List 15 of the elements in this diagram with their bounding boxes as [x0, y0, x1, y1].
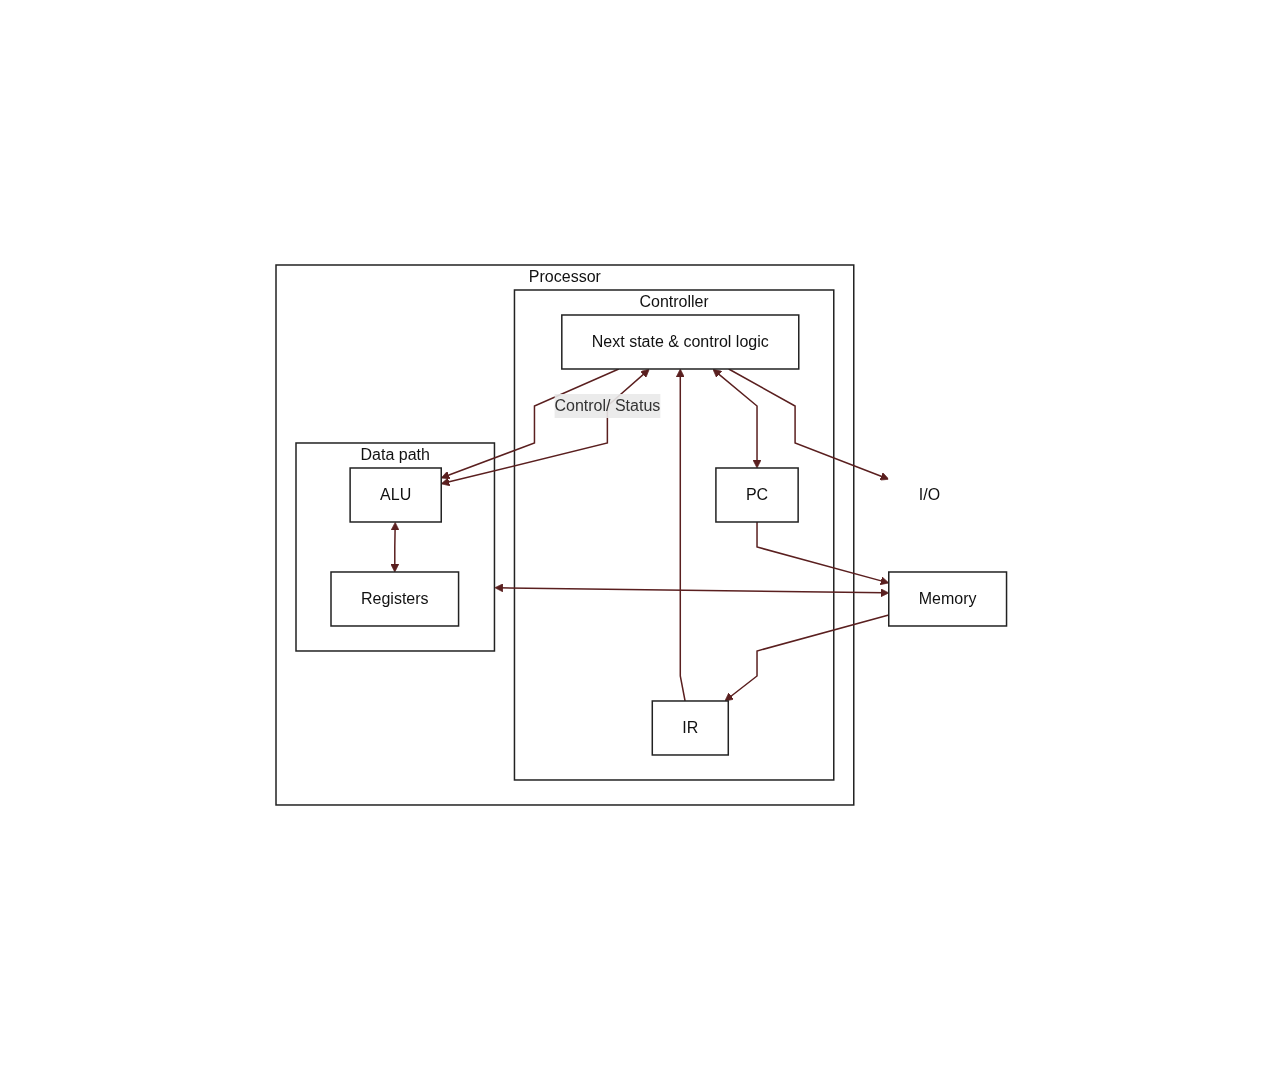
arrow [494, 583, 889, 598]
arrow [756, 521, 889, 586]
node-box: PC [714, 467, 799, 523]
arrow [675, 368, 686, 702]
arrow [712, 368, 762, 469]
arrow [390, 522, 400, 573]
edge-label: Control/ Status [554, 397, 661, 414]
node-text: I/O [918, 485, 940, 503]
node-box: Registers [329, 571, 460, 627]
node-box: Next state & control logic [560, 314, 800, 370]
node-box: ALU [349, 467, 442, 523]
node-box: IR [651, 700, 729, 756]
arrow [727, 368, 889, 481]
arrow [440, 368, 650, 487]
node-box: Memory [887, 571, 1007, 627]
